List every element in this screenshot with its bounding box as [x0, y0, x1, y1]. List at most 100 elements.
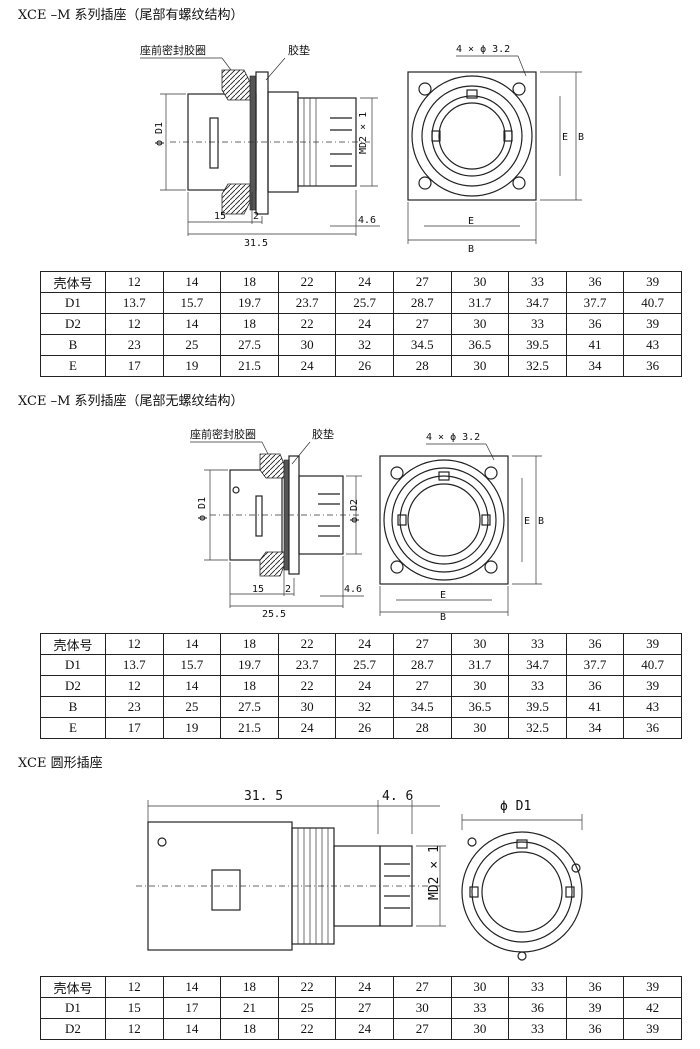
table-cell: 24	[335, 633, 394, 655]
b-side-label-2: B	[538, 516, 544, 527]
table-cell: 34	[565, 355, 625, 377]
table-cell: 19	[162, 355, 222, 377]
side-view-unthreaded: 座前密封胶圈 胶垫 ϕ D1 ϕ D2 15 2 4.6 25.5	[190, 427, 364, 620]
dim-25-5: 25.5	[262, 609, 286, 620]
table-cell: 36	[565, 271, 625, 293]
table-cell: 24	[335, 313, 394, 335]
row-label: D2	[40, 675, 106, 697]
table-cell: 21.5	[220, 355, 279, 377]
table-header-label: 壳体号	[40, 271, 106, 293]
table-cell: 15.7	[162, 292, 222, 314]
table-row: D1 13.7 15.7 19.7 23.7 25.7 28.7 31.7 34…	[40, 654, 682, 676]
table-cell: 25.7	[335, 654, 394, 676]
table-cell: 15.7	[162, 654, 222, 676]
table-1: 壳体号 12 14 18 22 24 27 30 33 36 39 D1 13.…	[40, 271, 682, 377]
table-cell: 36	[565, 1018, 625, 1040]
table-cell: 24	[335, 675, 394, 697]
table-cell: 12	[105, 271, 164, 293]
table-cell: 17	[162, 997, 222, 1019]
row-label: B	[40, 334, 106, 356]
dim-4-6-2: 4.6	[344, 584, 362, 595]
table-cell: 21	[220, 997, 279, 1019]
dim-2: 2	[253, 211, 259, 222]
table-cell: 15	[105, 997, 164, 1019]
table-cell: 18	[220, 633, 279, 655]
table-cell: 33	[508, 271, 567, 293]
table-cell: 36	[623, 717, 682, 739]
md2-label: MD2 × 1	[358, 112, 369, 154]
table-cell: 40.7	[623, 654, 682, 676]
holes-label: 4 × ϕ 3.2	[456, 44, 510, 55]
table-cell: 42	[623, 997, 682, 1019]
table-cell: 36.5	[450, 334, 510, 356]
table-cell: 21.5	[220, 717, 279, 739]
table-cell: 36.5	[450, 696, 510, 718]
table-cell: 33	[508, 313, 567, 335]
table-row: B 23 25 27.5 30 32 34.5 36.5 39.5 41 43	[40, 696, 682, 718]
table-cell: 22	[277, 976, 337, 998]
table-cell: 26	[335, 355, 394, 377]
front-view-round: ϕ D1	[461, 799, 583, 961]
dim-2-2: 2	[285, 584, 291, 595]
table-cell: 23	[105, 334, 164, 356]
dim-15-2: 15	[252, 584, 264, 595]
front-view-threaded: 4 × ϕ 3.2 E B E B	[407, 44, 584, 255]
table-cell: 22	[277, 675, 337, 697]
d1-label-2: ϕ D1	[197, 497, 208, 521]
gasket-label-2: 胶垫	[312, 427, 334, 441]
table-cell: 18	[220, 675, 279, 697]
table-cell: 30	[450, 355, 510, 377]
table-cell: 14	[162, 976, 222, 998]
table-row: D2 12 14 18 22 24 27 30 33 36 39	[40, 1018, 682, 1040]
table-cell: 30	[450, 976, 510, 998]
row-label: D2	[40, 313, 106, 335]
d2-label-2: ϕ D2	[349, 499, 360, 523]
table-cell: 27	[335, 997, 394, 1019]
dim-15: 15	[214, 211, 226, 222]
table-cell: 24	[335, 976, 394, 998]
table-cell: 34.7	[508, 654, 567, 676]
table-cell: 18	[220, 1018, 279, 1040]
table-cell: 12	[105, 313, 164, 335]
table-cell: 14	[162, 1018, 222, 1040]
table-cell: 40.7	[623, 292, 682, 314]
table-cell: 39	[623, 271, 682, 293]
table-cell: 23	[105, 696, 164, 718]
section3-drawing: 31. 5 4. 6 MD2 × 1 ϕ D1	[136, 789, 583, 961]
table-cell: 36	[623, 355, 682, 377]
table-cell: 30	[277, 696, 337, 718]
seal-ring-label: 座前密封胶圈	[140, 43, 206, 57]
table-cell: 27.5	[220, 696, 279, 718]
table-row: E 17 19 21.5 24 26 28 30 32.5 34 36	[40, 355, 682, 377]
dim-31-5-round: 31. 5	[244, 789, 283, 804]
table-cell: 17	[105, 717, 164, 739]
table-cell: 36	[508, 997, 567, 1019]
table-cell: 24	[335, 1018, 394, 1040]
table-2: 壳体号 12 14 18 22 24 27 30 33 36 39 D1 13.…	[40, 633, 682, 739]
table-cell: 12	[105, 976, 164, 998]
table-cell: 30	[450, 271, 510, 293]
table-cell: 25	[277, 997, 337, 1019]
b-side-label: B	[578, 132, 584, 143]
table-cell: 13.7	[105, 292, 164, 314]
table-cell: 39	[623, 313, 682, 335]
table-cell: 22	[277, 633, 337, 655]
table-cell: 27	[392, 976, 452, 998]
table-cell: 41	[565, 334, 625, 356]
table-cell: 32	[335, 696, 394, 718]
table-cell: 39.5	[508, 696, 567, 718]
table-cell: 36	[565, 633, 625, 655]
table-cell: 30	[392, 997, 452, 1019]
table-cell: 39	[623, 675, 682, 697]
table-cell: 27	[392, 675, 452, 697]
table-cell: 39.5	[508, 334, 567, 356]
table-cell: 25.7	[335, 292, 394, 314]
table-cell: 28.7	[392, 292, 452, 314]
table-3: 壳体号 12 14 18 22 24 27 30 33 36 39 D1 15 …	[40, 976, 682, 1040]
e-side-label: E	[562, 132, 568, 143]
row-label: D1	[40, 292, 106, 314]
table-cell: 18	[220, 271, 279, 293]
md2-label-round: MD2 × 1	[427, 845, 442, 900]
row-label: D1	[40, 997, 106, 1019]
e-bottom-label: E	[468, 216, 474, 227]
